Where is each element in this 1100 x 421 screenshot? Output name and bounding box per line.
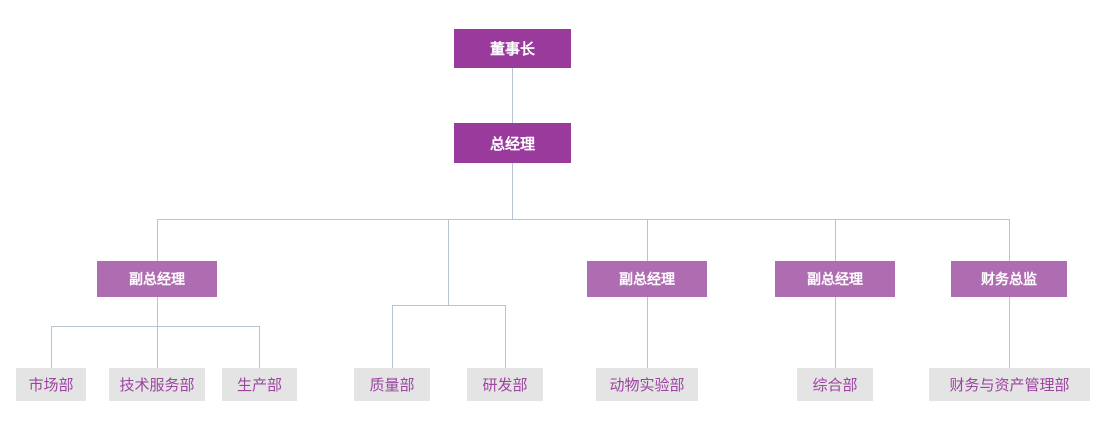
connector-cfo-finance <box>1009 297 1010 368</box>
node-vp-3: 副总经理 <box>775 261 895 297</box>
node-general-manager: 总经理 <box>454 123 571 163</box>
node-dept-marketing: 市场部 <box>16 368 86 401</box>
connector-drop-vp2 <box>647 219 648 261</box>
connector-drop-cfo <box>1009 219 1010 261</box>
connector-drop-vp1 <box>157 219 158 261</box>
node-dept-quality: 质量部 <box>354 368 430 401</box>
node-dept-rd: 研发部 <box>467 368 543 401</box>
connector-vp1-stub <box>157 297 158 326</box>
connector-vp3-general <box>835 297 836 368</box>
node-dept-finance-asset: 财务与资产管理部 <box>929 368 1090 401</box>
connector-drop-middle <box>448 219 449 305</box>
connector-drop-production <box>259 326 260 368</box>
connector-drop-marketing <box>51 326 52 368</box>
node-dept-animal-lab: 动物实验部 <box>596 368 698 401</box>
connector-drop-vp3 <box>835 219 836 261</box>
connector-drop-rd <box>505 305 506 368</box>
node-dept-production: 生产部 <box>222 368 297 401</box>
node-vp-1: 副总经理 <box>97 261 217 297</box>
connector-vp1-horizontal <box>51 326 260 327</box>
node-vp-2: 副总经理 <box>587 261 707 297</box>
connector-main-horizontal <box>157 219 1010 220</box>
connector-vp2-animal-lab <box>647 297 648 368</box>
node-chairman: 董事长 <box>454 29 571 68</box>
connector-drop-tech-service <box>157 326 158 368</box>
node-dept-tech-service: 技术服务部 <box>109 368 205 401</box>
connector-chairman-gm <box>512 68 513 123</box>
connector-gm-trunk <box>512 163 513 219</box>
node-dept-general: 综合部 <box>797 368 873 401</box>
connector-middle-horizontal <box>392 305 506 306</box>
connector-drop-quality <box>392 305 393 368</box>
node-cfo: 财务总监 <box>951 261 1067 297</box>
